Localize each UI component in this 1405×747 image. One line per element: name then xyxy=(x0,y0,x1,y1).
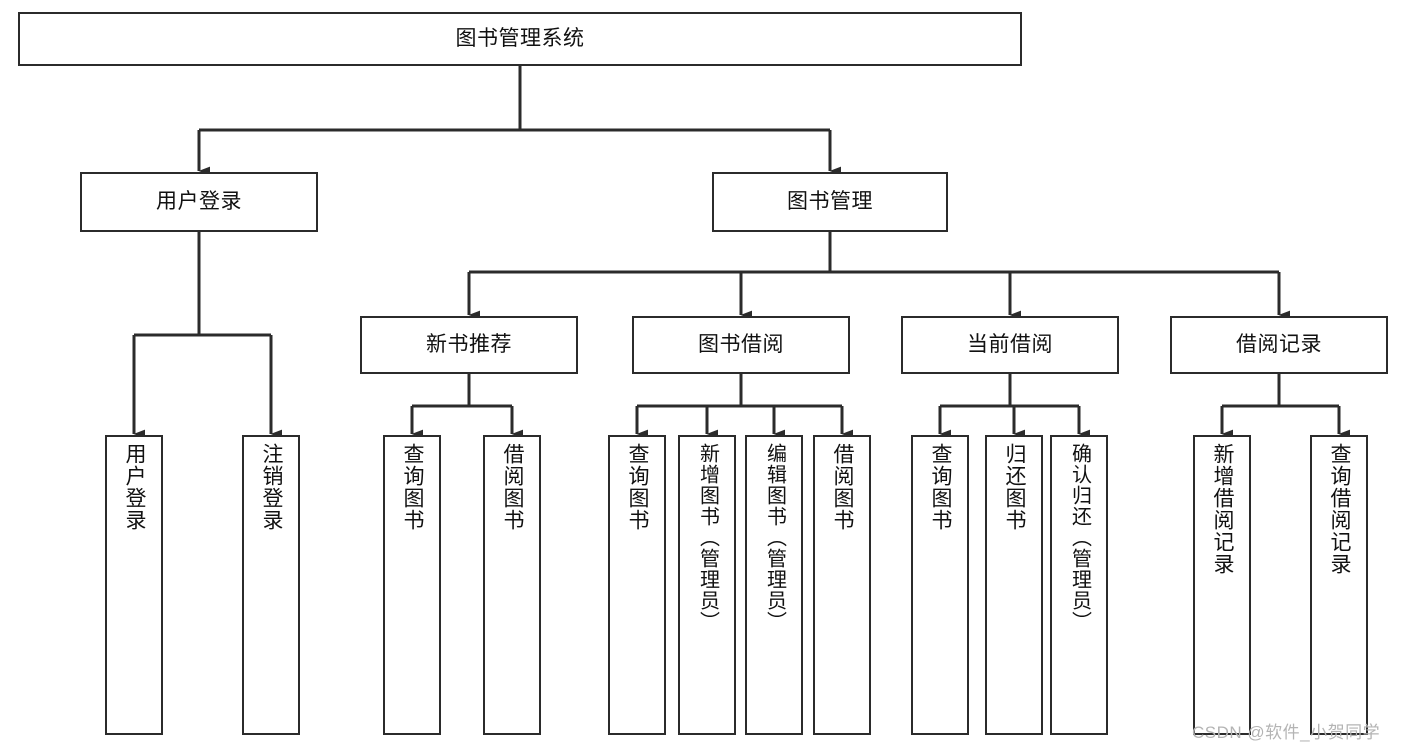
node-label-leaf-user-login: 用户登录 xyxy=(123,443,147,531)
node-label-book-management: 图书管理 xyxy=(787,189,873,213)
node-label-leaf-add-book: 新增图书（管理员） xyxy=(696,443,719,632)
node-label-book-borrow: 图书借阅 xyxy=(698,332,784,356)
node-leaf-add-record: 新增借阅记录 xyxy=(1193,435,1251,735)
node-leaf-query-books-2: 查询图书 xyxy=(608,435,666,735)
node-leaf-return-books: 归还图书 xyxy=(985,435,1043,735)
node-book-management: 图书管理 xyxy=(712,172,948,232)
csdn-watermark: CSDN @软件_小贺同学 xyxy=(1192,723,1381,742)
node-leaf-add-book: 新增图书（管理员） xyxy=(678,435,736,735)
node-label-borrow-records: 借阅记录 xyxy=(1236,332,1322,356)
node-new-book-recommend: 新书推荐 xyxy=(360,316,578,374)
node-label-leaf-query-books-3: 查询图书 xyxy=(929,443,953,531)
node-label-leaf-logout: 注销登录 xyxy=(260,443,284,531)
node-leaf-borrow-books-1: 借阅图书 xyxy=(483,435,541,735)
node-leaf-query-books-3: 查询图书 xyxy=(911,435,969,735)
node-leaf-borrow-books-2: 借阅图书 xyxy=(813,435,871,735)
node-user-login: 用户登录 xyxy=(80,172,318,232)
node-borrow-records: 借阅记录 xyxy=(1170,316,1388,374)
node-label-leaf-borrow-books-1: 借阅图书 xyxy=(501,443,525,531)
node-label-user-login: 用户登录 xyxy=(156,189,242,213)
node-label-leaf-edit-book: 编辑图书（管理员） xyxy=(763,443,786,632)
node-label-current-borrow: 当前借阅 xyxy=(967,332,1053,356)
node-label-leaf-query-record: 查询借阅记录 xyxy=(1328,443,1352,575)
node-label-leaf-query-books-2: 查询图书 xyxy=(626,443,650,531)
node-label-new-book-recommend: 新书推荐 xyxy=(426,332,512,356)
node-label-root: 图书管理系统 xyxy=(455,26,585,50)
node-label-leaf-return-books: 归还图书 xyxy=(1003,443,1027,531)
node-label-leaf-confirm-return: 确认归还（管理员） xyxy=(1068,443,1091,632)
node-book-borrow: 图书借阅 xyxy=(632,316,850,374)
node-label-leaf-query-books-1: 查询图书 xyxy=(401,443,425,531)
node-leaf-user-login: 用户登录 xyxy=(105,435,163,735)
node-leaf-confirm-return: 确认归还（管理员） xyxy=(1050,435,1108,735)
node-leaf-logout: 注销登录 xyxy=(242,435,300,735)
node-label-leaf-borrow-books-2: 借阅图书 xyxy=(831,443,855,531)
node-root: 图书管理系统 xyxy=(18,12,1022,66)
node-leaf-query-books-1: 查询图书 xyxy=(383,435,441,735)
node-current-borrow: 当前借阅 xyxy=(901,316,1119,374)
node-label-leaf-add-record: 新增借阅记录 xyxy=(1211,443,1235,575)
node-leaf-edit-book: 编辑图书（管理员） xyxy=(745,435,803,735)
node-leaf-query-record: 查询借阅记录 xyxy=(1310,435,1368,735)
